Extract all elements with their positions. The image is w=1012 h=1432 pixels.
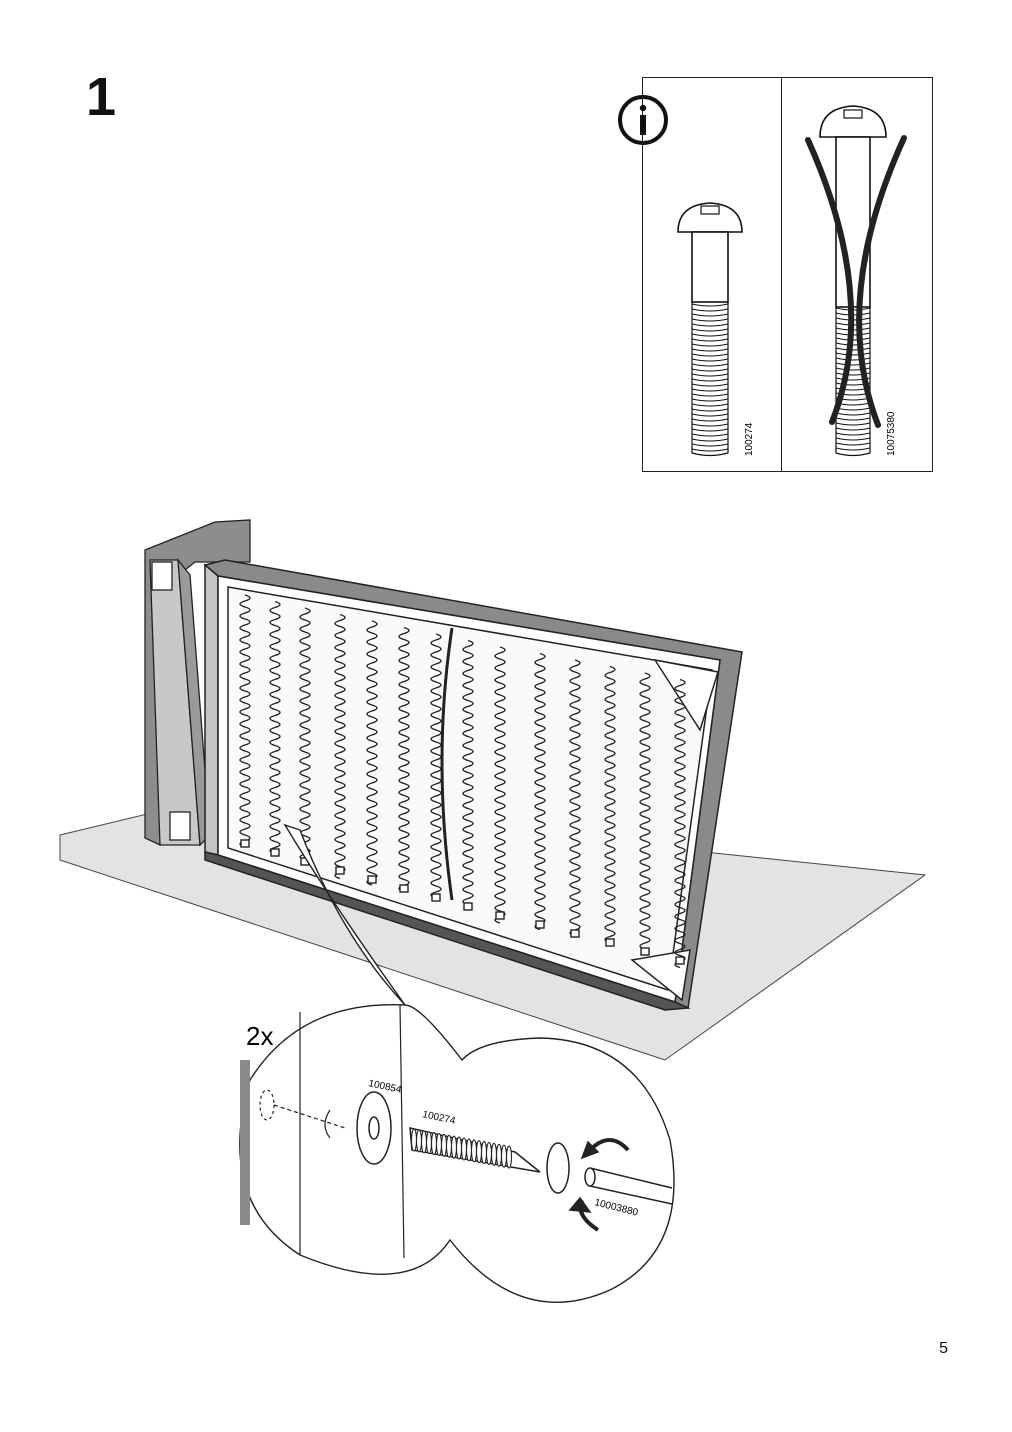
correct-bolt-icon	[677, 202, 743, 457]
bolt-detail-icon	[409, 1127, 570, 1194]
step-number: 1	[86, 67, 117, 127]
side-panel	[144, 519, 251, 847]
page-number: 5	[939, 1340, 948, 1357]
rotate-clockwise-icon	[568, 1138, 630, 1232]
quantity-label: 2x	[246, 1021, 273, 1051]
wrong-bolt-icon	[819, 105, 887, 457]
correct-part-number: 100274	[744, 422, 755, 456]
info-panel	[642, 77, 933, 472]
info-panel-divider	[781, 78, 782, 471]
washer-icon	[356, 1091, 392, 1165]
seat-frame	[203, 559, 743, 1011]
detail-wall	[240, 1004, 405, 1259]
wrong-part-number: 10075380	[886, 411, 897, 456]
spring-rows	[239, 594, 686, 969]
allen-key-icon	[584, 1167, 673, 1205]
info-icon	[618, 95, 668, 145]
center-bar	[440, 627, 454, 901]
cross-out-icon	[805, 135, 907, 428]
